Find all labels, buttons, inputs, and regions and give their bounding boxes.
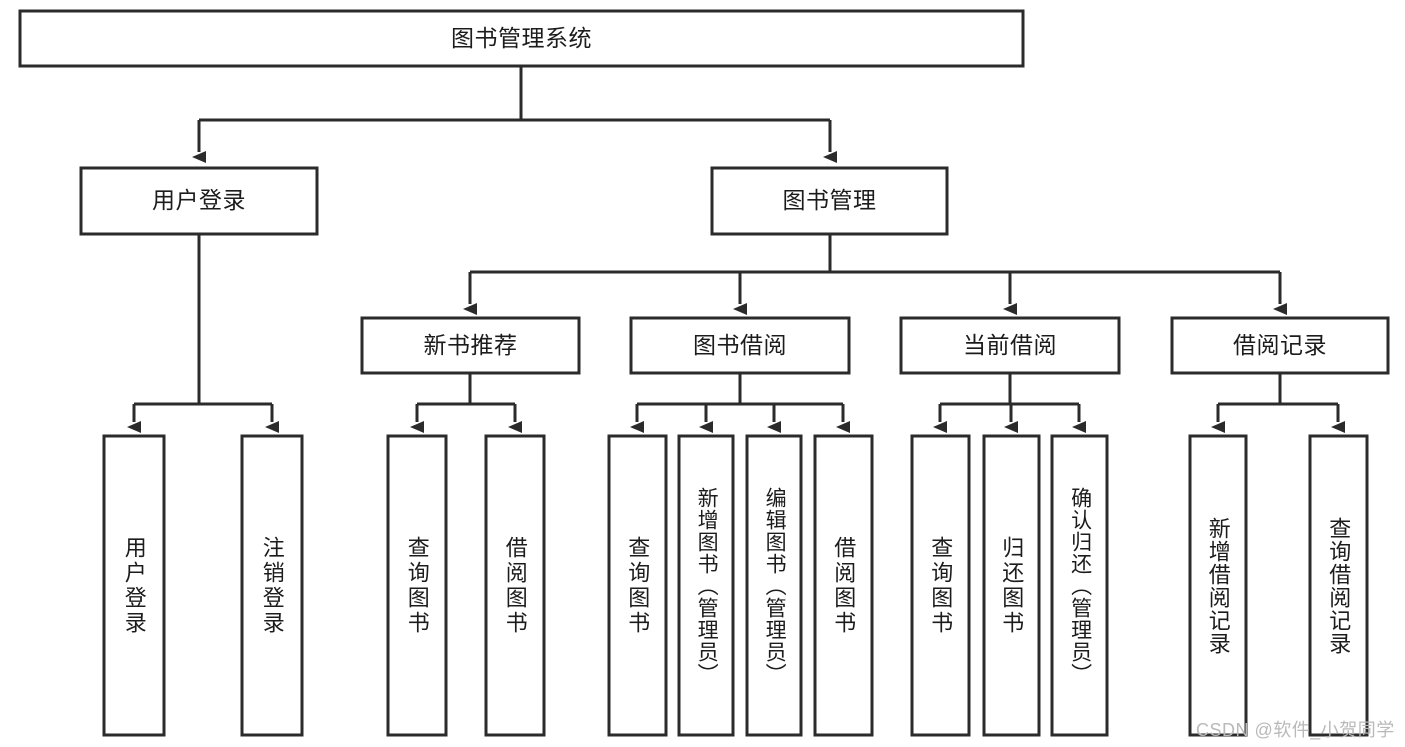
- connector-group-new-book-recommend: [410, 373, 522, 433]
- connector-group-book-borrow: [630, 373, 850, 433]
- node-box-book-manage[interactable]: [710, 166, 949, 236]
- connector-group-current-borrow: [933, 373, 1086, 433]
- connector-group-user-login: [127, 234, 279, 433]
- node-box-leaf-borrow-book-rec[interactable]: [484, 434, 546, 737]
- connector-group-root: [192, 66, 837, 163]
- node-box-user-login[interactable]: [79, 166, 319, 236]
- node-box-root[interactable]: [18, 9, 1025, 68]
- csdn-watermark: CSDN @软件_小贺同学: [1196, 720, 1395, 740]
- node-box-leaf-query-book-current[interactable]: [910, 434, 971, 737]
- connector-group-borrow-record: [1211, 373, 1345, 433]
- node-box-leaf-query-borrow-record[interactable]: [1308, 434, 1369, 737]
- node-box-borrow-record[interactable]: [1170, 316, 1390, 375]
- node-box-leaf-logout[interactable]: [240, 434, 304, 737]
- node-box-current-borrow[interactable]: [899, 316, 1121, 375]
- node-box-leaf-add-borrow-record[interactable]: [1188, 434, 1248, 737]
- node-box-leaf-borrow-book[interactable]: [813, 434, 874, 737]
- node-box-leaf-query-book-borrow[interactable]: [607, 434, 668, 737]
- node-box-leaf-user-login[interactable]: [102, 434, 166, 737]
- node-box-leaf-return-book[interactable]: [982, 434, 1041, 737]
- node-box-leaf-query-book-rec[interactable]: [386, 434, 448, 737]
- node-box-leaf-confirm-return-admin[interactable]: [1050, 434, 1109, 737]
- connector-group-book-manage: [463, 234, 1287, 315]
- node-box-leaf-add-book-admin[interactable]: [677, 434, 735, 737]
- node-box-leaf-edit-book-admin[interactable]: [745, 434, 803, 737]
- node-box-new-book-recommend[interactable]: [360, 316, 581, 375]
- node-box-book-borrow[interactable]: [629, 316, 851, 375]
